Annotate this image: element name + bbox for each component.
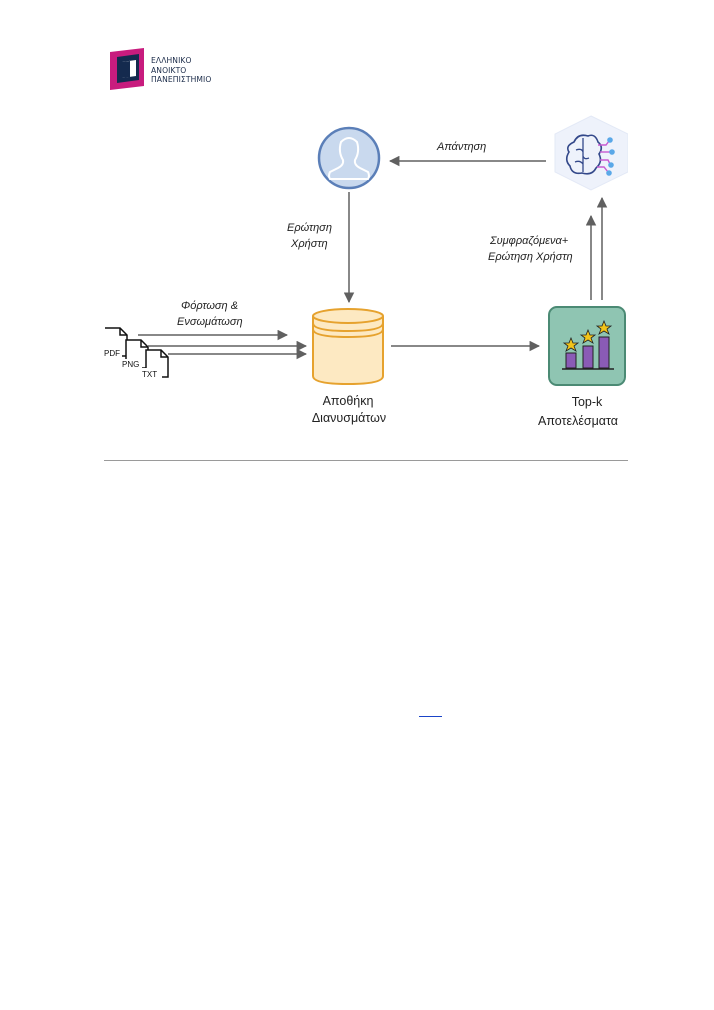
logo-mark-icon: [110, 48, 144, 90]
logo-line-1: ΕΛΛΗΝΙΚΟ: [151, 56, 192, 65]
load-label-1: Φόρτωση &: [181, 300, 238, 312]
answer-label: Απάντηση: [436, 141, 486, 153]
ai-brain-icon: [554, 115, 628, 191]
logo: ΕΛΛΗΝΙΚΟ ΑΝΟΙΚΤΟ ΠΑΝΕΠΙΣΤΗΜΙΟ: [108, 46, 218, 92]
user-icon: [317, 126, 381, 190]
logo-text: ΕΛΛΗΝΙΚΟ ΑΝΟΙΚΤΟ ΠΑΝΕΠΙΣΤΗΜΙΟ: [151, 56, 211, 85]
vector-store-label-2: Διανυσμάτων: [312, 411, 386, 425]
topk-label-2: Αποτελέσματα: [538, 414, 618, 428]
context-label-2: Ερώτηση Χρήστη: [488, 251, 573, 263]
png-tag-bg: [120, 359, 142, 369]
bar-chart-icon: [548, 306, 626, 386]
txt-tag-bg: [140, 368, 162, 378]
reference-link[interactable]: [419, 716, 442, 717]
file-label-txt: TXT: [142, 370, 157, 379]
load-label-2: Ενσωμάτωση: [177, 316, 243, 328]
context-label-1: Συμφραζόμενα+: [489, 235, 569, 247]
vector-store-label-1: Αποθήκη: [323, 394, 374, 408]
file-label-png: PNG: [122, 360, 139, 369]
question-label-1: Ερώτηση: [287, 222, 332, 234]
question-label-2: Χρήστη: [290, 238, 328, 250]
file-label-pdf: PDF: [104, 349, 120, 358]
pdf-tag-bg: [102, 347, 122, 357]
database-icon: [312, 308, 384, 386]
logo-line-3: ΠΑΝΕΠΙΣΤΗΜΙΟ: [151, 75, 212, 84]
topk-label-1: Top-k: [572, 395, 603, 409]
figure-divider: [104, 460, 628, 461]
logo-line-2: ΑΝΟΙΚΤΟ: [151, 65, 187, 75]
